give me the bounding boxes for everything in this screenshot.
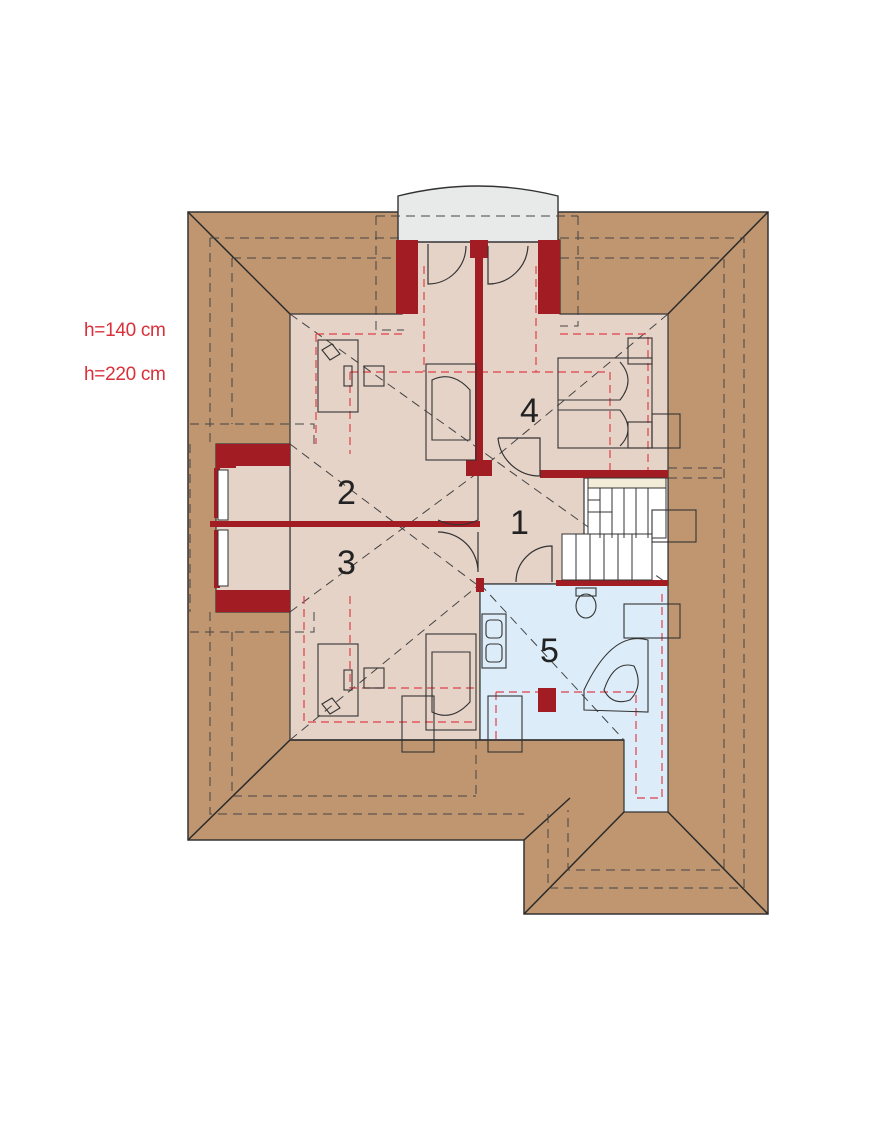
room-label-2: 2 [337, 474, 356, 512]
room-label-4: 4 [520, 392, 539, 430]
furniture [317, 337, 697, 753]
room-label-3: 3 [337, 544, 356, 582]
legend-h140: h=140 cm [84, 320, 166, 341]
doors [427, 244, 553, 583]
legend-h220: h=220 cm [84, 364, 166, 385]
dormer-windows [217, 469, 229, 587]
dormer-floor [215, 443, 291, 613]
walls [210, 240, 668, 712]
room-label-1: 1 [510, 504, 529, 542]
roof-hip-lines [187, 211, 769, 915]
bay-window [397, 185, 559, 243]
stairs [561, 477, 667, 581]
dashed-red-lines [303, 266, 663, 799]
dashed-dark-lines [189, 215, 745, 889]
room-label-5: 5 [540, 632, 559, 670]
room-labels: 1 2 3 4 5 [337, 392, 559, 670]
